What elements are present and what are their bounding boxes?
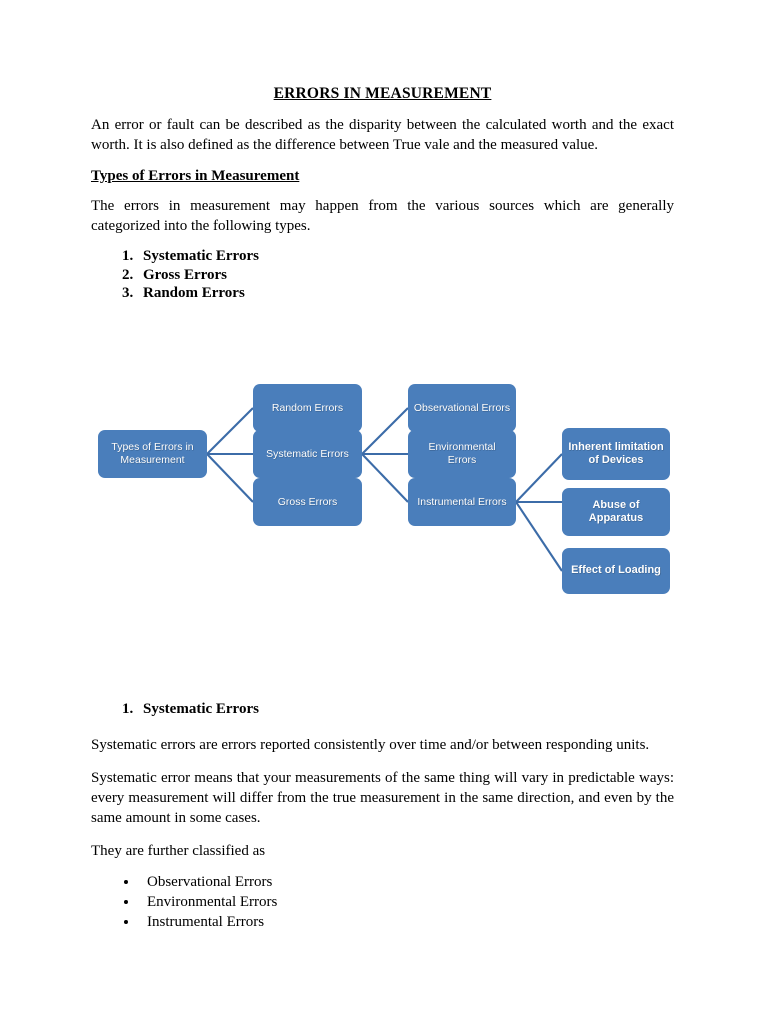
further-classified-text: They are further classified as — [91, 843, 266, 860]
connector-instrumental-to-loading — [515, 501, 563, 572]
diagram-node-abuse-of-apparatus: Abuse of Apparatus — [562, 488, 670, 536]
list-item: Environmental Errors — [139, 893, 674, 912]
list-item: Gross Errors — [137, 266, 674, 284]
diagram-node-random-errors: Random Errors — [253, 384, 362, 432]
errors-taxonomy-diagram: Types of Errors in Measurement Random Er… — [91, 352, 691, 614]
diagram-node-inherent-limitation-of-devices: Inherent limitation of Devices — [562, 428, 670, 480]
connector-root-to-random — [206, 407, 254, 455]
diagram-connectors — [206, 407, 563, 572]
systematic-errors-heading-list: Systematic Errors — [91, 700, 674, 719]
page-subheading: Systematic Errors — [137, 700, 674, 719]
systematic-subtypes-list: Observational Errors Environmental Error… — [91, 873, 674, 933]
page-title: ERRORS IN MEASUREMENT — [273, 85, 492, 102]
diagram-node-effect-of-loading: Effect of Loading — [562, 548, 670, 594]
list-item: Instrumental Errors — [139, 913, 674, 932]
section-heading-types: Types of Errors in Measurement — [91, 167, 300, 184]
list-item: Observational Errors — [139, 873, 674, 892]
list-item: Systematic Errors — [137, 247, 674, 265]
section-paragraph: The errors in measurement may happen fro… — [91, 198, 674, 234]
diagram-node-instrumental-errors: Instrumental Errors — [408, 478, 516, 526]
connector-instrumental-to-inherent — [515, 453, 563, 503]
intro-paragraph: An error or fault can be described as th… — [91, 117, 674, 154]
list-item: Random Errors — [137, 284, 674, 302]
connector-systematic-to-observational — [361, 407, 409, 455]
systematic-paragraph-1: Systematic errors are errors reported co… — [91, 736, 650, 753]
diagram-node-root: Types of Errors in Measurement — [98, 430, 207, 478]
diagram-node-observational-errors: Observational Errors — [408, 384, 516, 432]
diagram-node-environmental-errors: Environmental Errors — [408, 430, 516, 478]
error-types-list: Systematic Errors Gross Errors Random Er… — [91, 247, 674, 302]
diagram-node-systematic-errors: Systematic Errors — [253, 430, 362, 478]
connector-root-to-gross — [206, 453, 254, 503]
document-body: ERRORS IN MEASUREMENT An error or fault … — [91, 84, 674, 302]
diagram-node-gross-errors: Gross Errors — [253, 478, 362, 526]
connector-systematic-to-instrumental — [361, 453, 409, 503]
systematic-errors-section: Systematic Errors Systematic errors are … — [91, 700, 674, 934]
systematic-paragraph-2: Systematic error means that your measure… — [91, 770, 674, 826]
